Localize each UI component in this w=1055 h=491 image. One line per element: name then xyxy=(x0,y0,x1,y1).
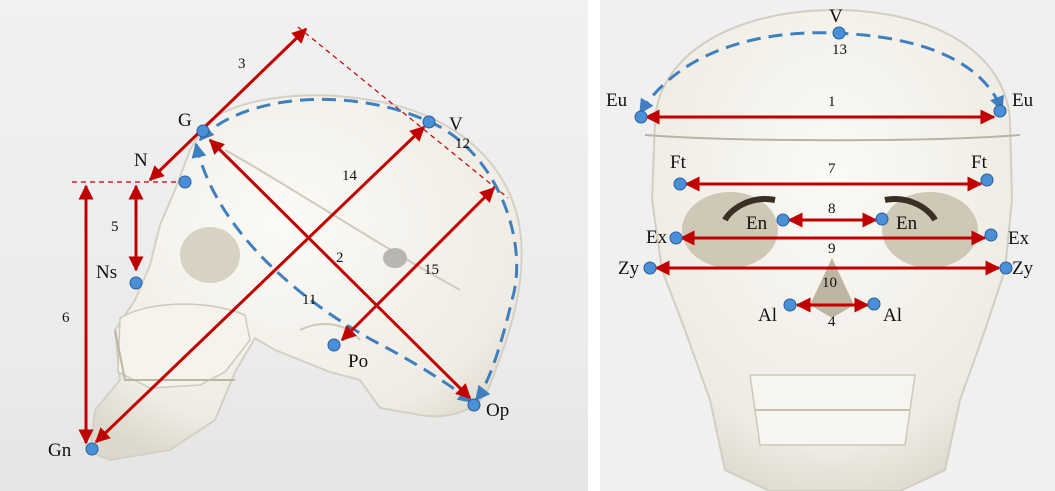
number-12: 12 xyxy=(455,136,470,152)
landmark-ns-point xyxy=(130,277,142,289)
label-al-left: Al xyxy=(758,305,777,326)
landmark-po-point xyxy=(328,339,340,351)
label-v: V xyxy=(449,114,463,135)
label-ft-left: Ft xyxy=(670,152,687,173)
landmark-gn-point xyxy=(86,443,98,455)
landmark-eu-left-point xyxy=(635,111,647,123)
label-n: N xyxy=(134,150,148,171)
landmark-ex-right-point xyxy=(985,229,997,241)
number-5: 5 xyxy=(111,219,119,235)
frontal-view-svg: V Eu Eu Ft Ft En En Ex Ex Zy Zy Al Al 13… xyxy=(600,0,1055,491)
label-ft-right: Ft xyxy=(971,152,988,173)
number-2: 2 xyxy=(336,250,344,266)
landmark-op-point xyxy=(468,399,480,411)
label-ns: Ns xyxy=(96,262,117,283)
label-ex-right: Ex xyxy=(1008,228,1030,249)
label-zy-right: Zy xyxy=(1012,258,1034,279)
landmark-n-point xyxy=(179,176,191,188)
label-op: Op xyxy=(486,400,509,421)
number-7: 7 xyxy=(828,161,836,177)
number-14: 14 xyxy=(342,168,358,184)
landmark-eu-right-point xyxy=(994,105,1006,117)
label-zy-left: Zy xyxy=(618,258,640,279)
label-en-right: En xyxy=(896,213,918,234)
landmark-v-point xyxy=(833,27,845,39)
number-8: 8 xyxy=(828,201,836,217)
landmark-ex-left-point xyxy=(670,232,682,244)
landmark-g-point xyxy=(197,125,209,137)
number-9: 9 xyxy=(828,241,836,257)
landmark-al-right-point xyxy=(868,298,880,310)
landmark-ft-right-point xyxy=(981,174,993,186)
label-gn: Gn xyxy=(48,440,72,461)
label-g: G xyxy=(178,110,192,131)
number-6: 6 xyxy=(62,310,70,326)
frontal-view-photo: V Eu Eu Ft Ft En En Ex Ex Zy Zy Al Al 13… xyxy=(600,0,1055,491)
number-11: 11 xyxy=(302,292,316,308)
landmark-zy-left-point xyxy=(644,262,656,274)
number-10: 10 xyxy=(822,275,837,291)
number-13: 13 xyxy=(832,42,847,58)
number-4: 4 xyxy=(828,314,836,330)
landmark-zy-right-point xyxy=(1000,262,1012,274)
label-en-left: En xyxy=(746,213,768,234)
label-al-right: Al xyxy=(883,305,902,326)
number-1: 1 xyxy=(828,94,836,110)
landmark-al-left-point xyxy=(784,299,796,311)
label-po: Po xyxy=(348,351,368,372)
landmark-ft-left-point xyxy=(674,178,686,190)
label-ex-left: Ex xyxy=(646,227,668,248)
lateral-view-photo: G N Ns Gn V Po Op 3 2 5 6 11 12 14 15 xyxy=(0,0,588,491)
number-3: 3 xyxy=(238,56,246,72)
landmark-en-right-point xyxy=(876,213,888,225)
landmark-en-left-point xyxy=(777,214,789,226)
label-eu-left: Eu xyxy=(606,90,628,111)
landmark-v-point xyxy=(423,116,435,128)
label-eu-right: Eu xyxy=(1012,90,1034,111)
label-v: V xyxy=(829,6,843,27)
lateral-view-svg: G N Ns Gn V Po Op 3 2 5 6 11 12 14 15 xyxy=(0,0,588,491)
number-15: 15 xyxy=(424,262,439,278)
